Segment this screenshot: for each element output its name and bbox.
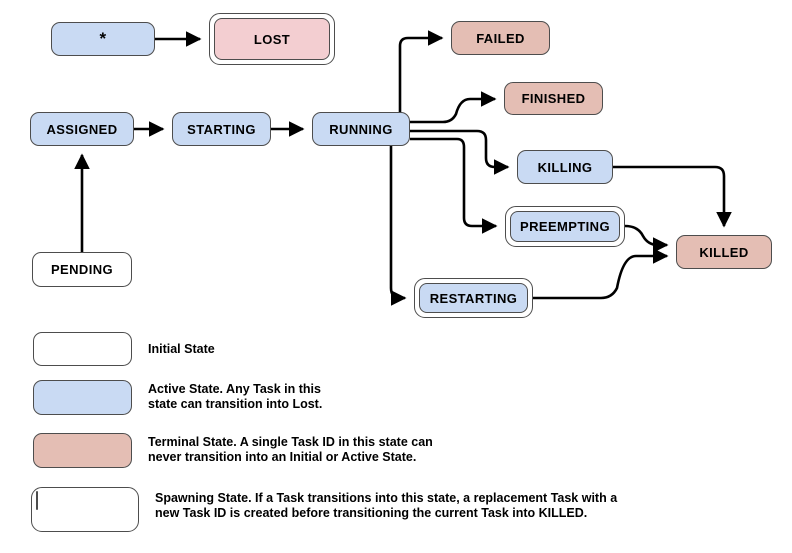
state-node-any[interactable]: * xyxy=(51,22,155,56)
edge-running-to-failed xyxy=(398,30,444,112)
state-label-any: * xyxy=(99,29,107,48)
state-node-finished[interactable]: FINISHED xyxy=(504,82,603,115)
state-node-preempting[interactable]: PREEMPTING xyxy=(505,206,625,247)
legend-swatch-initial xyxy=(33,332,132,366)
state-node-killed[interactable]: KILLED xyxy=(676,235,772,269)
legend-swatch-spawning-inner xyxy=(36,491,38,510)
state-node-restarting[interactable]: RESTARTING xyxy=(414,278,533,318)
legend-swatch-spawning xyxy=(31,487,139,532)
legend-swatch-active xyxy=(33,380,132,415)
state-node-lost[interactable]: LOST xyxy=(209,13,335,65)
state-label-preempting: PREEMPTING xyxy=(510,211,620,242)
edge-restarting-to-killed xyxy=(533,248,669,300)
state-node-running[interactable]: RUNNING xyxy=(312,112,410,146)
edge-killing-to-killed xyxy=(613,165,732,228)
state-node-killing[interactable]: KILLING xyxy=(517,150,613,184)
edge-running-to-killing xyxy=(410,129,510,175)
edge-running-to-restarting xyxy=(389,146,407,306)
edge-running-to-preempting xyxy=(410,137,498,234)
state-node-pending[interactable]: PENDING xyxy=(32,252,132,287)
edge-preempting-to-killed xyxy=(624,224,669,253)
state-label-restarting: RESTARTING xyxy=(419,283,528,313)
state-node-assigned[interactable]: ASSIGNED xyxy=(30,112,134,146)
state-label-lost: LOST xyxy=(214,18,330,60)
legend-text-active: Active State. Any Task in this state can… xyxy=(148,382,323,411)
legend-swatch-terminal xyxy=(33,433,132,468)
legend-text-spawning: Spawning State. If a Task transitions in… xyxy=(155,491,618,520)
legend-text-terminal: Terminal State. A single Task ID in this… xyxy=(148,435,433,464)
legend-text-initial: Initial State xyxy=(148,342,215,356)
edge-running-to-finished xyxy=(410,91,497,124)
state-node-failed[interactable]: FAILED xyxy=(451,21,550,55)
state-node-starting[interactable]: STARTING xyxy=(172,112,271,146)
